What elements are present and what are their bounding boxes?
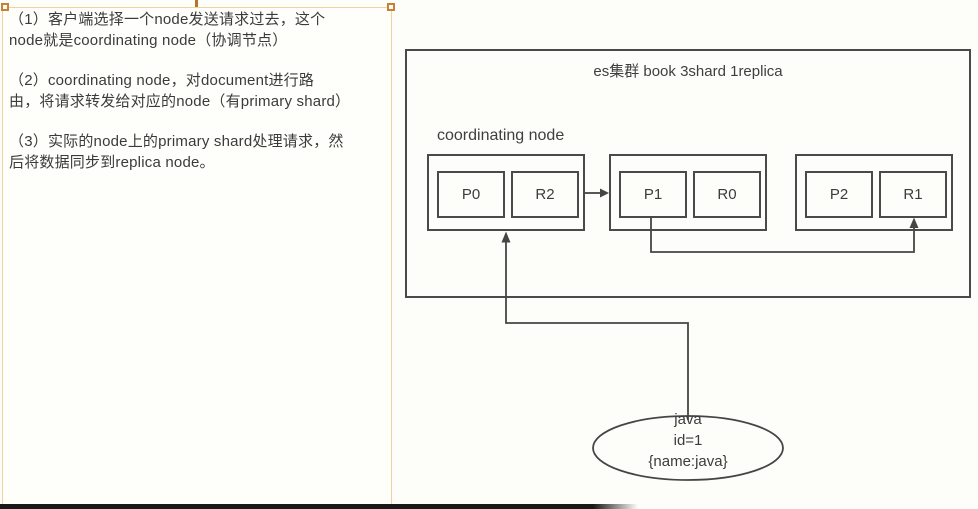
- selection-handle-top-right[interactable]: [387, 3, 395, 11]
- shard-p0[interactable]: P0: [437, 171, 505, 218]
- selection-handle-top-left[interactable]: [1, 3, 9, 11]
- shard-p2[interactable]: P2: [805, 171, 873, 218]
- note-paragraph-2: （2）coordinating node，对document进行路 由，将请求转…: [9, 72, 351, 110]
- es-cluster-title: es集群 book 3shard 1replica: [593, 63, 783, 80]
- node-box-1[interactable]: P0 R2: [427, 154, 585, 231]
- shard-p1[interactable]: P1: [619, 171, 687, 218]
- shard-r0[interactable]: R0: [693, 171, 761, 218]
- document-line-name: java: [674, 411, 702, 428]
- shard-r1[interactable]: R1: [879, 171, 947, 218]
- document-line-json: {name:java}: [648, 453, 728, 470]
- node-box-2[interactable]: P1 R0: [609, 154, 767, 231]
- note-paragraph-3: （3）实际的node上的primary shard处理请求，然 后将数据同步到r…: [9, 133, 344, 171]
- selection-handle-top-center[interactable]: [195, 0, 198, 7]
- notes-text-box[interactable]: （1）客户端选择一个node发送请求过去，这个 node就是coordinati…: [2, 7, 392, 509]
- coordinating-node-label: coordinating node: [437, 127, 565, 144]
- document-label: java id=1 {name:java}: [593, 409, 783, 472]
- shard-r2[interactable]: R2: [511, 171, 579, 218]
- document-line-id: id=1: [673, 432, 703, 449]
- bottom-edge-bar: [0, 504, 638, 509]
- node-box-3[interactable]: P2 R1: [795, 154, 953, 231]
- note-paragraph-1: （1）客户端选择一个node发送请求过去，这个 node就是coordinati…: [9, 11, 326, 49]
